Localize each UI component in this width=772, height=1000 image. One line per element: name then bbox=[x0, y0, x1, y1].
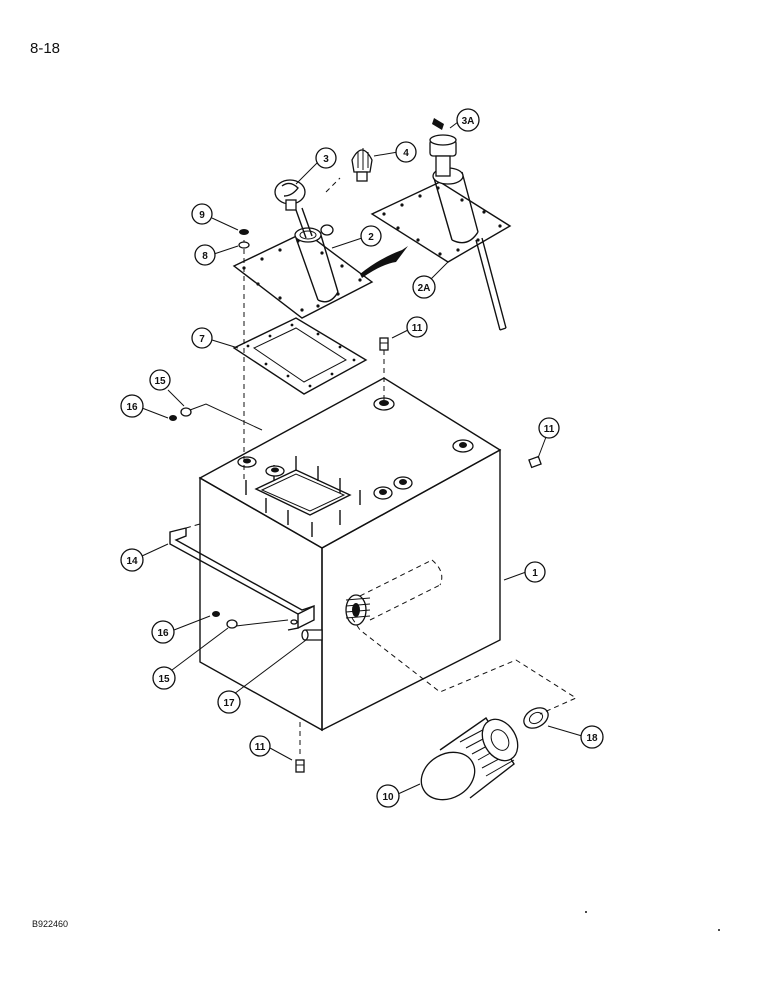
filter-element bbox=[420, 717, 519, 801]
callout-16-lower-label: 16 bbox=[157, 628, 169, 639]
callout-17-label: 17 bbox=[223, 698, 235, 709]
callout-4-label: 4 bbox=[403, 148, 409, 159]
callout-16-lower bbox=[151, 620, 175, 644]
callout-3-label: 3 bbox=[323, 154, 329, 165]
callout-16-upper bbox=[120, 394, 144, 418]
reservoir-tank bbox=[198, 377, 502, 732]
gasket bbox=[232, 317, 368, 395]
callout-17 bbox=[217, 690, 241, 714]
callout-2-label: 2 bbox=[368, 232, 374, 243]
alt-filler-cover-plate bbox=[370, 118, 512, 331]
filter-lock-nut bbox=[523, 707, 549, 729]
callout-2a bbox=[412, 275, 436, 299]
breather bbox=[351, 148, 373, 182]
filler-cover-plate bbox=[232, 207, 374, 319]
callout-7 bbox=[191, 327, 213, 349]
callout-2 bbox=[360, 225, 382, 247]
callout-15-lower bbox=[152, 666, 176, 690]
callout-10 bbox=[376, 784, 400, 808]
callout-1 bbox=[524, 561, 546, 583]
stray-mark bbox=[718, 929, 720, 931]
callout-8-label: 8 bbox=[202, 251, 208, 262]
page-number: 8-18 bbox=[30, 40, 61, 57]
threaded-port bbox=[345, 594, 371, 626]
bottom-plug bbox=[295, 722, 305, 773]
callout-2a-label: 2A bbox=[418, 283, 431, 294]
strap-bolt bbox=[301, 629, 323, 641]
callout-7-label: 7 bbox=[199, 334, 205, 345]
side-plug bbox=[528, 455, 542, 469]
callout-3 bbox=[315, 147, 337, 169]
callout-4 bbox=[395, 141, 417, 163]
callout-18 bbox=[580, 725, 604, 749]
tank-top-studs bbox=[245, 456, 361, 537]
alternate-arrow bbox=[360, 246, 408, 278]
top-plug bbox=[379, 337, 389, 351]
callout-11-side bbox=[538, 417, 560, 439]
callout-1-label: 1 bbox=[532, 568, 538, 579]
filler-cap bbox=[274, 179, 306, 211]
callout-11-bottom bbox=[249, 735, 271, 757]
callout-16-upper-label: 16 bbox=[126, 402, 138, 413]
callout-9 bbox=[191, 203, 213, 225]
upper-washer-nut bbox=[169, 403, 263, 431]
callout-11-bottom-label: 11 bbox=[255, 742, 266, 753]
callout-11-side-label: 11 bbox=[544, 424, 555, 435]
tank-strap bbox=[169, 523, 315, 631]
figure-code: B922460 bbox=[32, 919, 69, 929]
callout-11-top bbox=[406, 316, 428, 338]
lower-washer-nut bbox=[212, 611, 289, 629]
callout-9-label: 9 bbox=[199, 210, 205, 221]
nut-and-washer bbox=[238, 229, 250, 249]
callout-15-lower-label: 15 bbox=[158, 674, 170, 685]
callout-3a-label: 3A bbox=[462, 116, 475, 127]
callout-3a bbox=[456, 108, 480, 132]
callout-15-upper-label: 15 bbox=[154, 376, 166, 387]
callout-18-label: 18 bbox=[586, 733, 598, 744]
callout-11-top-label: 11 bbox=[412, 323, 423, 334]
callout-8 bbox=[194, 244, 216, 266]
callout-14-label: 14 bbox=[126, 556, 138, 567]
callout-15-upper bbox=[149, 369, 171, 391]
callout-10-label: 10 bbox=[382, 792, 394, 803]
callouts: 1 2 2A 3 3A 4 7 8 9 10 bbox=[120, 108, 604, 808]
callout-14 bbox=[120, 548, 144, 572]
stray-mark bbox=[585, 911, 587, 913]
